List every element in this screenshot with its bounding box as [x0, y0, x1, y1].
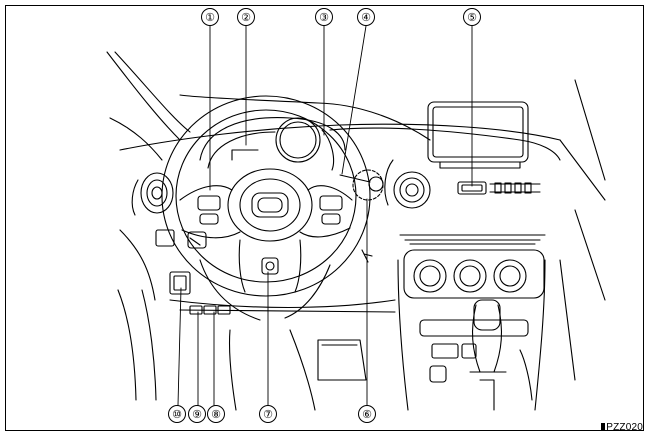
callout-7-label: ⑦: [263, 409, 273, 421]
callout-1-label: ①: [205, 12, 215, 24]
floor-lines: [228, 209, 606, 411]
callout-1: ①: [201, 8, 219, 26]
accelerator-pedal: [317, 339, 367, 381]
lower-dash: [169, 271, 396, 315]
hazard-switch-bar: [457, 181, 541, 195]
center-display: [427, 101, 529, 169]
callout-8-label: ⑧: [211, 409, 221, 421]
leader-lines: [177, 25, 473, 406]
steering-wheel: [161, 95, 371, 297]
callout-5: ⑤: [463, 8, 481, 26]
figure-code-text: PZZ020: [606, 422, 643, 433]
center-vent: [384, 159, 431, 209]
center-console: [397, 259, 546, 411]
callout-6-label: ⑥: [362, 409, 372, 421]
meter-cluster: [199, 117, 346, 171]
callout-7: ⑦: [259, 405, 277, 423]
a-pillar-lines: [106, 51, 431, 161]
callout-4: ④: [357, 8, 375, 26]
left-vent: [131, 172, 174, 216]
climate-panel: [399, 234, 546, 299]
callout-3: ③: [315, 8, 333, 26]
code-marker-icon: [601, 423, 606, 431]
figure-border: [5, 5, 644, 431]
callout-9: ⑨: [188, 405, 206, 423]
steering-column: [187, 231, 331, 321]
wiper-lever-area: [339, 169, 384, 263]
dashboard-top: [119, 79, 606, 201]
callout-2-label: ②: [241, 12, 251, 24]
left-lower-panel: [117, 229, 175, 401]
figure-code: PZZ020: [601, 422, 643, 433]
callout-9-label: ⑨: [192, 409, 202, 421]
callout-5-label: ⑤: [467, 12, 477, 24]
callout-2: ②: [237, 8, 255, 26]
callout-3-label: ③: [319, 12, 329, 24]
callout-6: ⑥: [358, 405, 376, 423]
callout-10: ⑩: [168, 405, 186, 423]
callout-4-label: ④: [361, 12, 371, 24]
callout-10-label: ⑩: [172, 409, 182, 421]
callout-8: ⑧: [207, 405, 225, 423]
